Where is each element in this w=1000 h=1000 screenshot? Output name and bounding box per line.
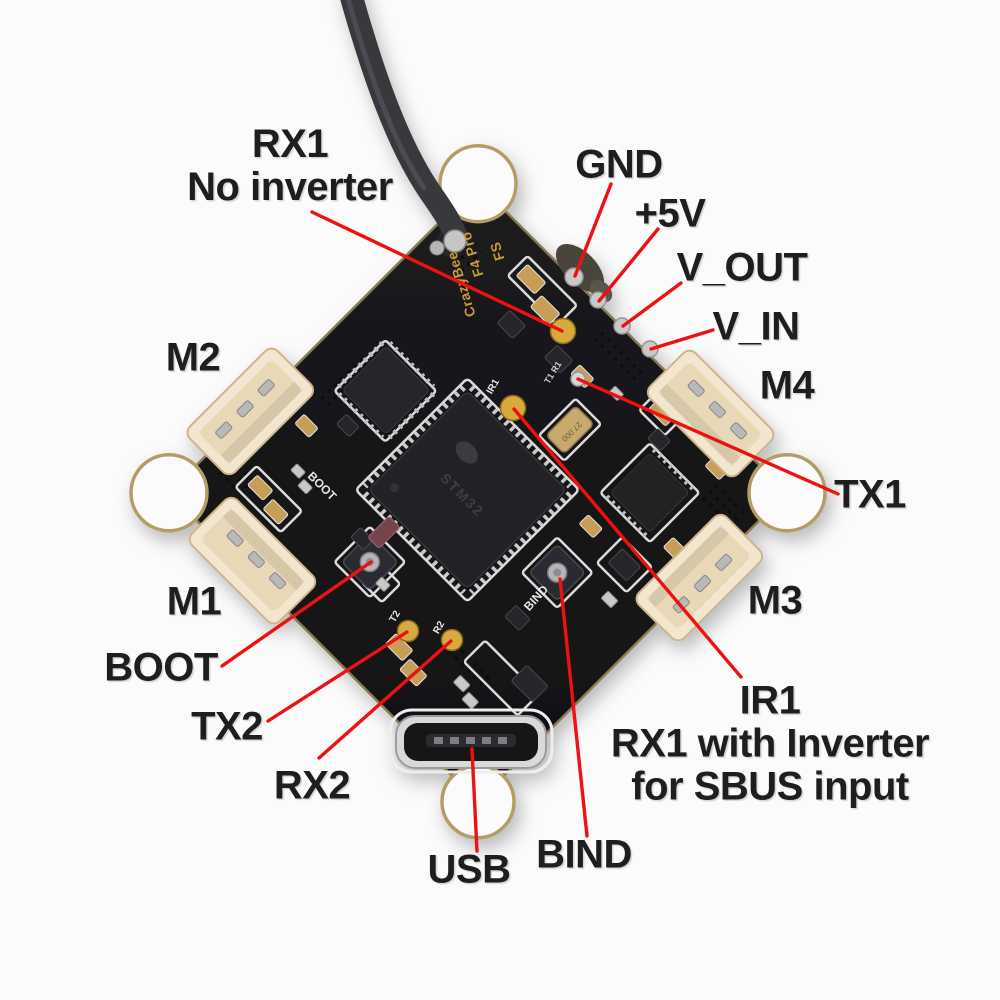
leader-vin [649,328,715,351]
label-gnd: GND [575,142,663,187]
leader-ir1 [512,407,743,679]
label-vout: V_OUT [676,245,808,290]
st-logo [455,441,478,464]
brand-variant: FS [487,240,508,263]
m1-connector [188,496,317,625]
mcu-pin1-dot [390,483,400,493]
label-boot: BOOT [104,645,218,690]
label-tx2: TX2 [191,704,263,749]
gyro-chip [336,341,436,440]
label-m4: M4 [759,363,815,408]
label-rx2: RX2 [273,763,351,808]
m3-connector [635,513,764,642]
leader-tx2 [266,630,409,723]
label-ir1-line2: RX1 with Inverter [610,721,930,766]
corner-notches [129,143,827,840]
label-ir1: IR1 RX1 with Inverter for SBUS input [610,678,930,809]
inductor [368,516,400,548]
bind-button [530,545,585,600]
leader-5v [597,227,660,303]
leader-bind [558,577,589,838]
leader-rx2 [317,639,453,760]
leader-boot [220,560,373,668]
pcb-board: STM32 27.000 [129,0,827,840]
label-rx1-line2: No inverter [187,165,393,209]
label-usb: USB [427,847,511,892]
m2-connector [186,347,315,476]
mcu-chip: STM32 [362,385,573,595]
label-5v: +5V [634,191,706,236]
m4-connector [646,349,775,478]
label-m3: M3 [747,578,803,623]
label-rx1-line1: RX1 [251,122,329,166]
label-m2: M2 [165,335,221,380]
leader-lines [220,182,840,853]
leader-tx1 [576,377,840,496]
label-ir1-line3: for SBUS input [631,764,909,809]
antenna-cable [340,0,469,257]
t2-silkscreen: T2 [388,609,404,625]
usb-connector [388,708,554,774]
label-rx1: RX1 No inverter [187,123,393,209]
smd-components [247,264,728,709]
leader-gnd [573,182,613,278]
rx-chip [605,447,695,538]
label-vin: V_IN [712,304,800,349]
label-ir1-line1: IR1 [739,678,801,723]
cable-solder-joint [443,229,467,253]
label-m1: M1 [166,579,222,624]
leader-vout [621,281,683,328]
leader-rx1 [310,210,564,333]
label-tx1: TX1 [834,472,906,517]
leader-usb [470,747,479,853]
label-bind: BIND [536,832,632,877]
motor-connectors [186,347,775,642]
